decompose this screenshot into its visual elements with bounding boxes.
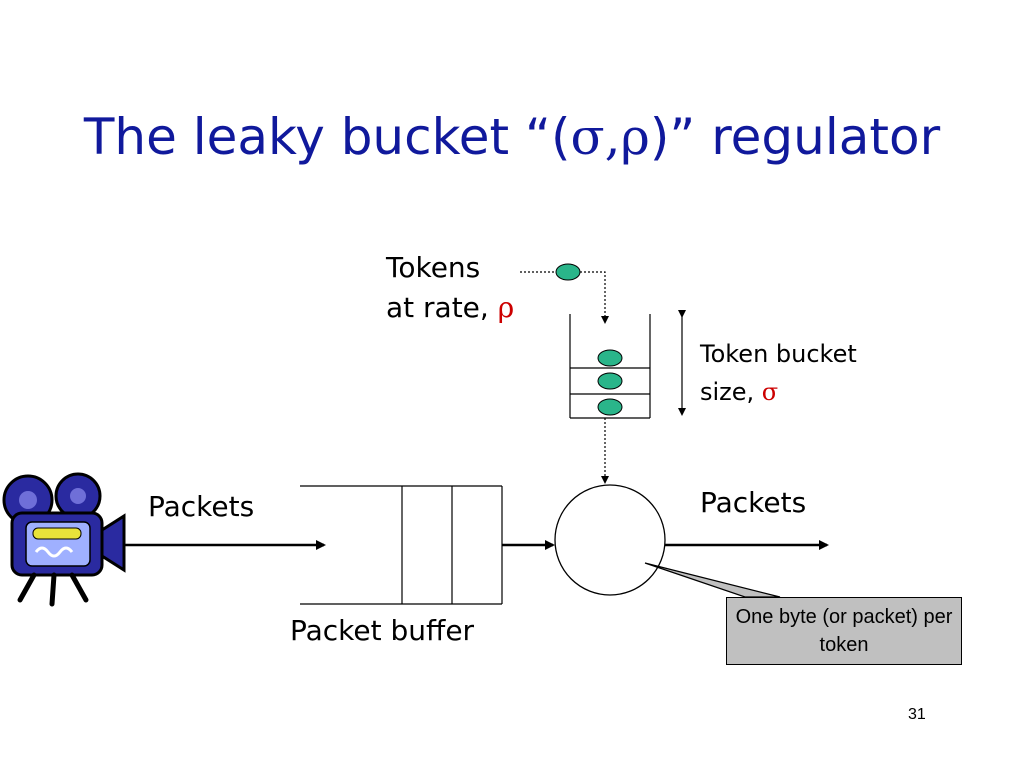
packet-buffer	[300, 485, 503, 605]
title-symbols: σ,ρ	[570, 108, 650, 166]
packets-out-label: Packets	[700, 486, 807, 519]
arriving-token	[555, 263, 581, 281]
token-callout-box: One byte (or packet) per token	[726, 597, 962, 665]
rate-symbol: ρ	[497, 291, 515, 324]
page-number: 31	[908, 706, 926, 723]
tokens-rate-text: at rate,	[386, 291, 498, 324]
token-bucket-label-line1: Token bucket	[700, 340, 857, 368]
tokens-rate-label: Tokens at rate, ρ	[386, 248, 514, 328]
title-suffix: )” regulator	[649, 108, 941, 166]
packet-buffer-label: Packet buffer	[290, 614, 475, 647]
bucket-token-1	[597, 349, 623, 367]
bucket-token-3	[597, 398, 623, 416]
size-symbol: σ	[761, 378, 779, 406]
video-camera-icon	[2, 472, 126, 607]
regulator-server	[554, 484, 666, 596]
bucket-size-text: size,	[700, 378, 762, 406]
packets-in-label: Packets	[148, 490, 255, 523]
title-prefix: The leaky bucket “(	[83, 108, 571, 166]
token-bucket	[569, 314, 651, 419]
callout-pointer	[644, 562, 781, 598]
token-bucket-size-label: Token bucket size, σ	[700, 335, 857, 411]
slide-title: The leaky bucket “(σ,ρ)” regulator	[0, 108, 1024, 166]
token-bucket-label-line2: size, σ	[700, 373, 857, 411]
tokens-label-line2: at rate, ρ	[386, 288, 514, 328]
token-drop-dotted-line	[580, 271, 609, 324]
tokens-label-line1: Tokens	[386, 251, 481, 284]
bucket-token-2	[597, 372, 623, 390]
